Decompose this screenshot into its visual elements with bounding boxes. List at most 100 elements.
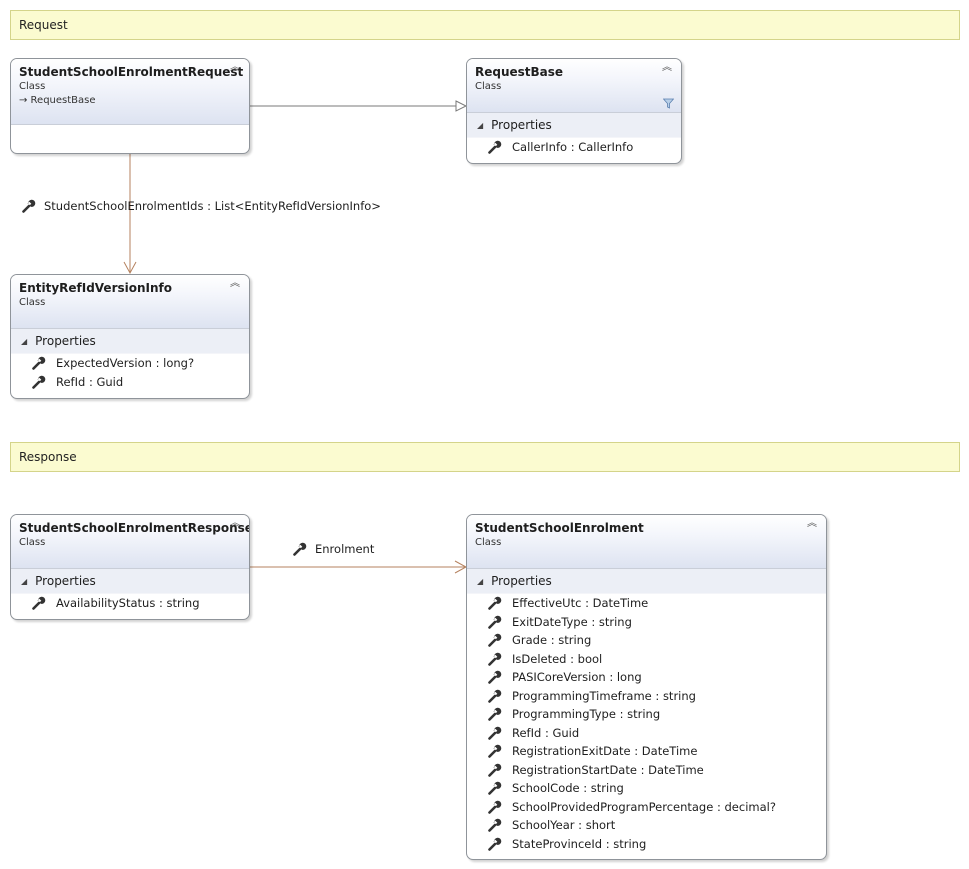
member-row[interactable]: SchoolCode : string [467,779,826,798]
member-text: AvailabilityStatus : string [56,596,200,611]
wrench-icon [488,689,502,703]
member-text: SchoolProvidedProgramPercentage : decima… [512,799,776,814]
association-label-enrolment-ids-text: StudentSchoolEnrolmentIds : List<EntityR… [44,199,381,213]
member-text: CallerInfo : CallerInfo [512,140,634,155]
wrench-icon [293,542,307,556]
member-text: ExitDateType : string [512,614,632,629]
expand-triangle-icon[interactable]: ◢ [21,336,28,346]
comment-request[interactable]: Request [10,10,960,40]
wrench-icon [32,356,46,370]
expand-triangle-icon[interactable]: ◢ [477,120,484,130]
class-name: StudentSchoolEnrolment [475,521,644,535]
collapse-icon[interactable]: ︽ [230,62,240,73]
member-text: ExpectedVersion : long? [56,356,195,371]
class-name: StudentSchoolEnrolmentResponse [19,521,250,535]
wrench-icon [488,744,502,758]
expand-triangle-icon[interactable]: ◢ [21,576,28,586]
member-text: ProgrammingType : string [512,707,661,722]
wrench-icon [488,707,502,721]
class-student-school-enrolment-response[interactable]: StudentSchoolEnrolmentResponse Class ︽ ◢… [10,514,250,620]
member-text: RefId : Guid [56,374,124,389]
member-row[interactable]: StateProvinceId : string [467,835,826,854]
properties-compartment[interactable]: ◢ Properties [467,569,826,594]
wrench-icon [488,652,502,666]
wrench-icon [488,837,502,851]
member-row[interactable]: Grade : string [467,631,826,650]
collapse-icon[interactable]: ︽ [230,518,240,529]
expand-triangle-icon[interactable]: ◢ [477,576,484,586]
collapse-icon[interactable]: ︽ [662,62,672,73]
wrench-icon [488,670,502,684]
compartment-label: Properties [491,574,552,588]
class-header: RequestBase Class ︽ [467,59,681,113]
member-text: StateProvinceId : string [512,836,647,851]
wrench-icon [488,818,502,832]
member-row[interactable]: ExpectedVersion : long? [11,354,249,373]
properties-compartment[interactable]: ◢ Properties [467,113,681,138]
class-kind: Class [475,81,502,92]
class-header: StudentSchoolEnrolment Class ︽ [467,515,826,569]
member-text: Grade : string [512,633,592,648]
member-row[interactable]: PASICoreVersion : long [467,668,826,687]
comment-response[interactable]: Response [10,442,960,472]
properties-compartment[interactable]: ◢ Properties [11,569,249,594]
association-label-enrolment-ids[interactable]: StudentSchoolEnrolmentIds : List<EntityR… [22,199,381,213]
compartment-label: Properties [491,118,552,132]
member-text: ProgrammingTimeframe : string [512,688,696,703]
class-student-school-enrolment-request[interactable]: StudentSchoolEnrolmentRequest Class → Re… [10,58,250,154]
inheritance-arrowhead [455,100,468,112]
wrench-icon [488,763,502,777]
member-row[interactable]: SchoolYear : short [467,816,826,835]
compartment-label: Properties [35,334,96,348]
collapse-icon[interactable]: ︽ [230,278,240,289]
wrench-icon [488,781,502,795]
collapse-icon[interactable]: ︽ [807,518,817,529]
member-row[interactable]: RefId : Guid [11,373,249,392]
class-student-school-enrolment[interactable]: StudentSchoolEnrolment Class ︽ ◢ Propert… [466,514,827,860]
member-row[interactable]: RefId : Guid [467,724,826,743]
member-text: RefId : Guid [512,725,580,740]
wrench-icon [32,375,46,389]
class-base-type: → RequestBase [19,95,96,106]
wrench-icon [488,615,502,629]
wrench-icon [488,633,502,647]
wrench-icon [488,596,502,610]
member-row[interactable]: IsDeleted : bool [467,650,826,669]
class-name: RequestBase [475,65,564,79]
member-row[interactable]: SchoolProvidedProgramPercentage : decima… [467,798,826,817]
class-kind: Class [19,297,46,308]
class-entity-ref-id-version-info[interactable]: EntityRefIdVersionInfo Class ︽ ◢ Propert… [10,274,250,399]
class-name: StudentSchoolEnrolmentRequest [19,65,244,79]
class-kind: Class [19,537,46,548]
member-text: SchoolYear : short [512,818,616,833]
class-kind: Class [475,537,502,548]
member-text: IsDeleted : bool [512,651,603,666]
association-label-enrolment-text: Enrolment [315,542,375,556]
member-text: RegistrationExitDate : DateTime [512,744,698,759]
class-header: EntityRefIdVersionInfo Class ︽ [11,275,249,329]
member-row[interactable]: AvailabilityStatus : string [11,594,249,613]
comment-response-text: Response [19,450,77,464]
member-text: RegistrationStartDate : DateTime [512,762,704,777]
class-header: StudentSchoolEnrolmentRequest Class → Re… [11,59,249,125]
filter-icon[interactable] [663,98,674,109]
class-request-base[interactable]: RequestBase Class ︽ ◢ Properties CallerI… [466,58,682,164]
member-row[interactable]: CallerInfo : CallerInfo [467,138,681,157]
wrench-icon [488,726,502,740]
member-row[interactable]: EffectiveUtc : DateTime [467,594,826,613]
member-row[interactable]: RegistrationStartDate : DateTime [467,761,826,780]
properties-compartment[interactable]: ◢ Properties [11,329,249,354]
member-text: PASICoreVersion : long [512,670,642,685]
association-label-enrolment[interactable]: Enrolment [293,542,374,556]
member-row[interactable]: RegistrationExitDate : DateTime [467,742,826,761]
wrench-icon [488,800,502,814]
wrench-icon [488,140,502,154]
member-row[interactable]: ExitDateType : string [467,613,826,632]
member-row[interactable]: ProgrammingType : string [467,705,826,724]
member-text: SchoolCode : string [512,781,624,796]
member-row[interactable]: ProgrammingTimeframe : string [467,687,826,706]
class-header: StudentSchoolEnrolmentResponse Class ︽ [11,515,249,569]
compartment-label: Properties [35,574,96,588]
